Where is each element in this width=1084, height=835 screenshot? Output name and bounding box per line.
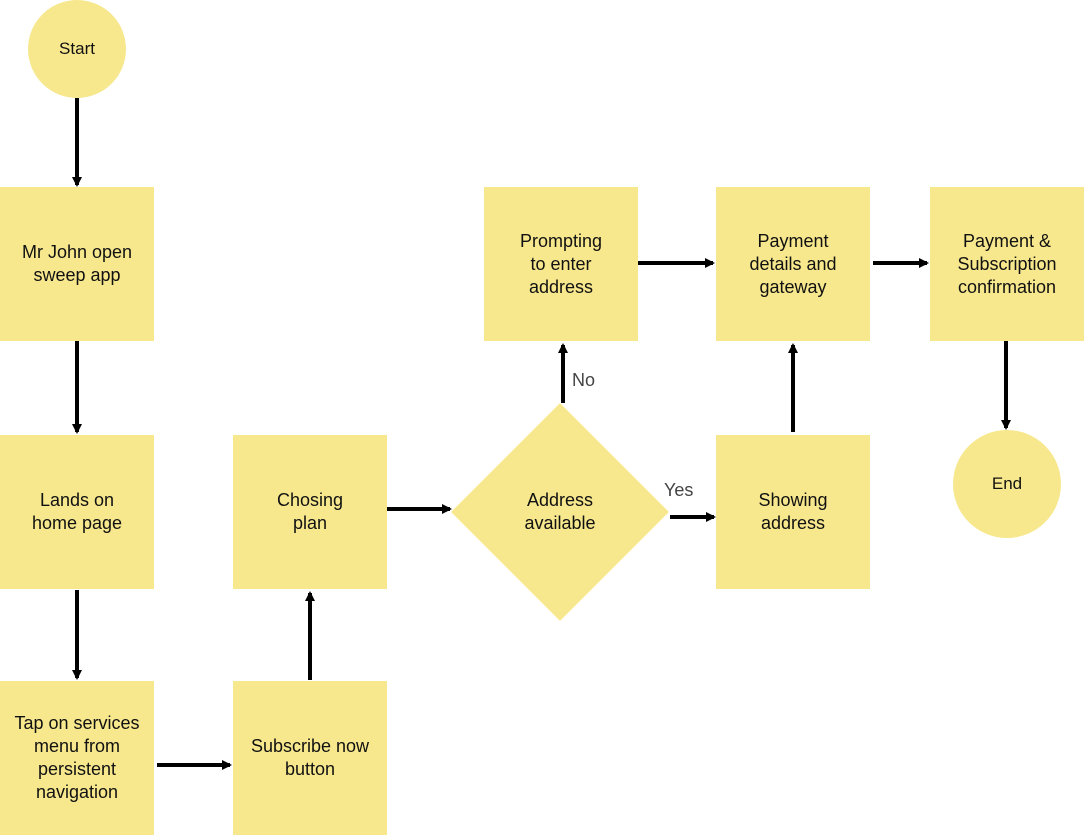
- home-page-node-label: Lands on home page: [31, 490, 123, 533]
- services-menu-node-label: Tap on services menu from persistent nav…: [14, 713, 140, 802]
- payment-details-node: Payment details and gateway: [716, 187, 870, 341]
- open-app-node-label: Mr John open sweep app: [21, 242, 133, 285]
- start-node: Start: [28, 0, 126, 98]
- confirmation-node-label: Payment & Subscription confirmation: [957, 230, 1057, 297]
- showing-address-node: Showing address: [716, 435, 870, 589]
- end-node: End: [953, 430, 1061, 538]
- address-available-decision-label: Address available: [524, 490, 596, 533]
- open-app-node: Mr John open sweep app: [0, 187, 154, 341]
- showing-address-node-label: Showing address: [758, 490, 828, 533]
- confirmation-node: Payment & Subscription confirmation: [930, 187, 1084, 341]
- subscribe-button-node-label: Subscribe now button: [250, 736, 370, 779]
- subscribe-button-node: Subscribe now button: [233, 681, 387, 835]
- start-node-label: Start: [59, 39, 95, 58]
- services-menu-node: Tap on services menu from persistent nav…: [0, 681, 154, 835]
- payment-details-node-label: Payment details and gateway: [749, 230, 837, 297]
- end-node-label: End: [991, 474, 1023, 493]
- yes-edge-label: Yes: [664, 480, 694, 500]
- address-available-decision: Address available: [451, 403, 669, 621]
- choosing-plan-node-label: Chosing plan: [276, 490, 344, 533]
- choosing-plan-node: Chosing plan: [233, 435, 387, 589]
- prompt-address-node: Prompting to enter address: [484, 187, 638, 341]
- home-page-node: Lands on home page: [0, 435, 154, 589]
- prompt-address-node-label: Prompting to enter address: [519, 230, 603, 297]
- no-edge-label: No: [572, 370, 596, 390]
